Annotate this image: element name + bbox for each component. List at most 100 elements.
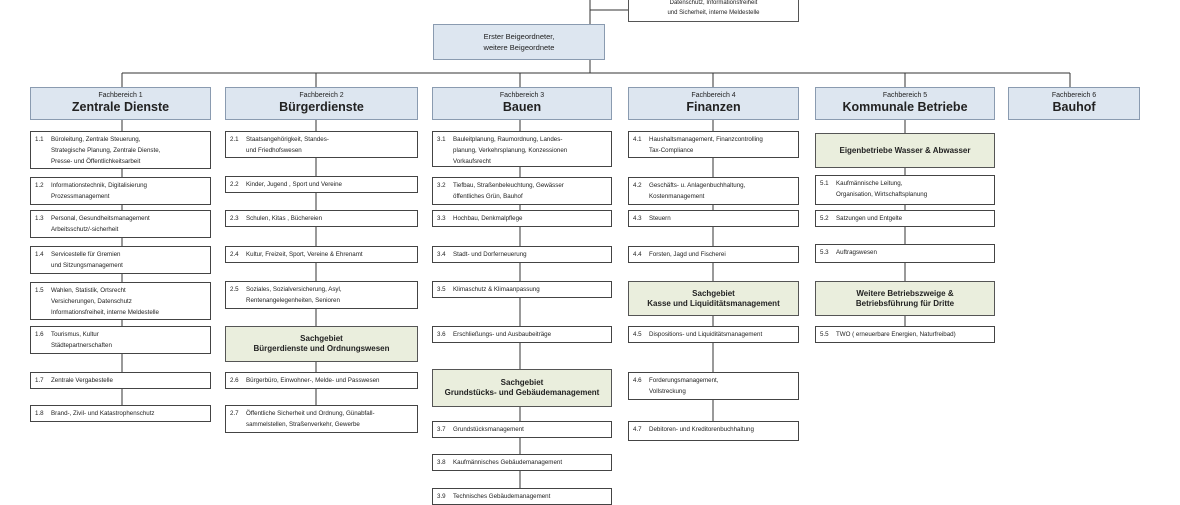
deputies-box: Erster Beigeordneter, weitere Beigeordne… — [433, 24, 605, 60]
department-name: Bauen — [502, 100, 542, 114]
unit-box-3-2: 3.2 Tiefbau, Straßenbeleuchtung, Gewässer… — [432, 177, 612, 205]
unit-label: Kaufmännisches Gebäudemanagement — [453, 459, 563, 466]
unit-number: 3.7 — [437, 426, 446, 433]
unit-label: Schulen, Kitas , Büchereien — [246, 215, 323, 222]
top-staff-line2: und Sicherheit, interne Meldestelle — [667, 10, 760, 16]
unit-number: 3.5 — [437, 286, 446, 293]
unit-label: Grundstücksmanagement — [453, 426, 524, 433]
unit-box-3-7: 3.7 Grundstücksmanagement — [432, 421, 612, 438]
unit-box-4-7: 4.7 Debitoren- und Kreditorenbuchhaltung — [628, 421, 799, 441]
unit-box-4-2: 4.2 Geschäfts- u. Anlagenbuchhaltung, Kos… — [628, 177, 799, 205]
unit-label: Tourismus, Kultur Städtepartnerschaften — [51, 331, 112, 349]
unit-label: Öffentliche Sicherheit und Ordnung, Güna… — [246, 410, 375, 428]
department-name: Finanzen — [686, 100, 741, 114]
unit-number: 2.3 — [230, 215, 239, 222]
unit-label: TWO ( erneuerbare Energien, Naturfreibad… — [836, 331, 956, 338]
unit-label: Soziales, Sozialversicherung, Asyl, Rent… — [246, 286, 342, 304]
unit-label: Debitoren- und Kreditorenbuchhaltung — [649, 426, 754, 433]
eigenbetriebe-label: Eigenbetriebe Wasser & Abwasser — [839, 145, 971, 155]
unit-box-3-3: 3.3 Hochbau, Denkmalpflege — [432, 210, 612, 227]
top-staff-line1: Datenschutz, Informationsfreiheit — [669, 0, 758, 6]
unit-label: Forsten, Jagd und Fischerei — [649, 251, 726, 258]
department-number: Fachbereich 6 — [1051, 92, 1097, 99]
unit-box-4-5: 4.5 Dispositions- und Liquiditätsmanageme… — [628, 326, 799, 343]
unit-label: Steuern — [649, 215, 671, 222]
unit-label: Hochbau, Denkmalpflege — [453, 215, 523, 222]
unit-label: Geschäfts- u. Anlagenbuchhaltung, Kosten… — [649, 182, 746, 200]
department-number: Fachbereich 5 — [882, 92, 928, 99]
unit-number: 3.1 — [437, 136, 446, 143]
unit-number: 4.7 — [633, 426, 642, 433]
unit-number: 3.2 — [437, 182, 446, 189]
unit-number: 1.6 — [35, 331, 44, 338]
unit-number: 2.2 — [230, 181, 239, 188]
unit-number: 2.7 — [230, 410, 239, 417]
unit-number: 4.3 — [633, 215, 642, 222]
unit-box-5-2: 5.2 Satzungen und Entgelte — [815, 210, 995, 227]
unit-label: Satzungen und Entgelte — [836, 215, 903, 222]
department-name: Bürgerdienste — [279, 100, 364, 114]
sachgebiet-title: Sachgebiet — [692, 288, 735, 298]
unit-label: Kultur, Freizeit, Sport, Vereine & Ehren… — [246, 251, 363, 258]
unit-number: 4.6 — [633, 377, 642, 384]
weitere-line1: Weitere Betriebszweige & — [856, 288, 954, 298]
unit-label: Haushaltsmanagement, Finanzcontrolling T… — [649, 136, 763, 154]
unit-box-4-6: 4.6 Forderungsmanagement, Vollstreckung — [628, 372, 799, 400]
unit-label: Dispositions- und Liquiditätsmanagement — [649, 331, 763, 338]
department-name: Bauhof — [1052, 100, 1096, 114]
unit-number: 3.3 — [437, 215, 446, 222]
unit-label: Informationstechnik, Digitalisierung Pro… — [51, 182, 147, 200]
sachgebiet-name: Bürgerdienste und Ordnungswesen — [253, 344, 390, 353]
weitere-betriebszweige-box: Weitere Betriebszweige &Betriebsführung … — [815, 281, 995, 316]
top-staff-box: Datenschutz, Informationsfreiheit und Si… — [628, 0, 799, 22]
unit-number: 1.3 — [35, 215, 44, 222]
unit-number: 1.4 — [35, 251, 44, 258]
unit-number: 2.4 — [230, 251, 239, 258]
unit-label: Zentrale Vergabestelle — [51, 377, 113, 384]
unit-label: Auftragswesen — [836, 249, 877, 256]
unit-label: Kaufmännische Leitung, Organisation, Wir… — [836, 180, 928, 198]
unit-label: Forderungsmanagement, Vollstreckung — [649, 377, 719, 395]
department-number: Fachbereich 3 — [499, 92, 545, 99]
unit-label: Büroleitung, Zentrale Steuerung, Strateg… — [51, 136, 161, 165]
sachgebiet-name: Kasse und Liquiditätsmanagement — [647, 298, 780, 308]
unit-number: 3.4 — [437, 251, 446, 258]
unit-box-2-3: 2.3 Schulen, Kitas , Büchereien — [225, 210, 418, 227]
department-number: Fachbereich 4 — [691, 92, 736, 99]
sachgebiet-title: Sachgebiet — [300, 334, 343, 343]
unit-label: Staatsangehörigkeit, Standes- und Friedh… — [246, 136, 329, 154]
unit-number: 4.5 — [633, 331, 642, 338]
unit-number: 4.4 — [633, 251, 642, 258]
unit-box-4-1: 4.1 Haushaltsmanagement, Finanzcontrollin… — [628, 131, 799, 158]
unit-number: 4.2 — [633, 182, 642, 189]
weitere-line2: Betriebsführung für Dritte — [855, 298, 955, 308]
unit-number: 3.9 — [437, 493, 446, 500]
unit-number: 2.6 — [230, 377, 239, 384]
unit-box-2-4: 2.4 Kultur, Freizeit, Sport, Vereine & Eh… — [225, 246, 418, 263]
unit-number: 5.2 — [820, 215, 829, 222]
unit-label: Tiefbau, Straßenbeleuchtung, Gewässer öf… — [453, 182, 564, 200]
unit-number: 4.1 — [633, 136, 642, 143]
unit-box-1-6: 1.6 Tourismus, Kultur Städtepartnerschaft… — [30, 326, 211, 354]
